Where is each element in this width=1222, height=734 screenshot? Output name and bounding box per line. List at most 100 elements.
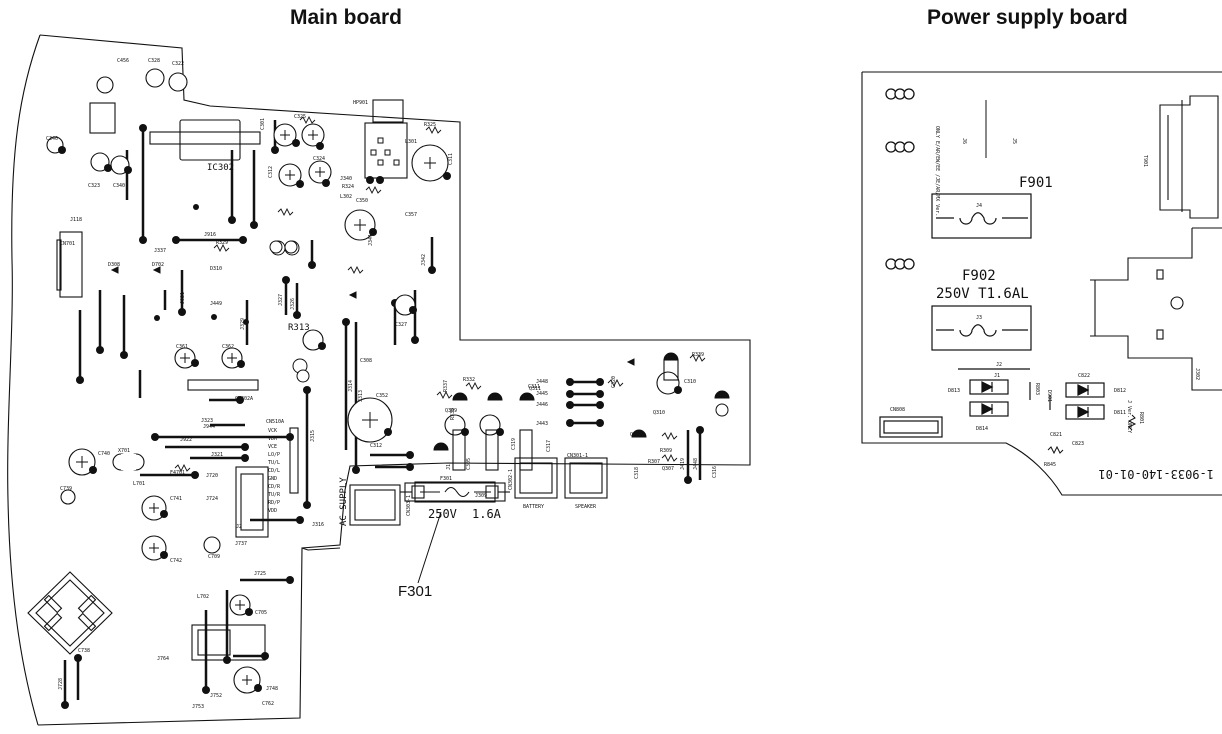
component-label: C318 <box>634 467 640 479</box>
component-label: J724 <box>206 496 218 502</box>
psu-part-label: D812 <box>1114 388 1126 394</box>
component-label: J737 <box>235 541 247 547</box>
psu-part-label: R803 <box>1034 383 1040 395</box>
psu-jumper-label: J1 <box>994 373 1000 379</box>
psu-transformer-outline <box>1159 95 1219 219</box>
component-label: X701 <box>118 448 130 454</box>
component-label: J448 <box>693 458 699 470</box>
component-label: C311 <box>448 153 454 165</box>
component-label: R332 <box>463 377 475 383</box>
component-label: R307 <box>648 459 660 465</box>
pin-label: RD/P <box>268 500 280 506</box>
bridge-rectifier <box>27 571 113 655</box>
component-label: C316 <box>712 466 718 478</box>
component-label: J720 <box>206 473 218 479</box>
psu-misc-lines <box>985 100 1137 455</box>
psu-part-label: D811 <box>1114 410 1126 416</box>
component-label: J748 <box>266 686 278 692</box>
component-label: J728 <box>58 678 64 690</box>
psu-j3-tag: J3 <box>976 315 982 321</box>
psu-part-label: C821 <box>1050 432 1062 438</box>
speaker-label: SPEAKER <box>575 504 597 510</box>
component-label: C311 <box>528 384 540 390</box>
psu-part-label: D814 <box>976 426 988 432</box>
component-label: C305 <box>466 458 472 470</box>
psu-holes <box>885 88 915 270</box>
component-label: J315 <box>310 430 316 442</box>
psu-jver-note: J Ver. ONLY <box>1126 400 1132 433</box>
component-label: J327 <box>278 294 284 306</box>
component-label: C308 <box>360 358 372 364</box>
psu-fuse-f901 <box>931 193 1032 239</box>
component-label: C705 <box>255 610 267 616</box>
sensor-r313-label: R313 <box>288 323 310 333</box>
component-label: C340 <box>46 136 58 142</box>
ic302-label: IC302 <box>207 163 234 173</box>
psu-part-label: D813 <box>948 388 960 394</box>
pin-label: TU/R <box>268 492 281 498</box>
component-label: C741 <box>170 496 182 502</box>
component-label: C742 <box>170 558 182 564</box>
component-label: C362 <box>222 344 234 350</box>
psu-f901-label: F901 <box>1019 175 1053 191</box>
psu-f902-label: F902 <box>962 268 996 284</box>
component-label: J764 <box>157 656 169 662</box>
component-label: C738 <box>78 648 90 654</box>
component-label: D702 <box>152 262 164 268</box>
psu-part-label: R845 <box>1044 462 1056 468</box>
psu-jumper-label: J6 <box>961 138 967 144</box>
component-label: J449 <box>210 301 222 307</box>
component-label: C323 <box>88 183 100 189</box>
hp901-label: HP901 <box>353 100 368 106</box>
psu-part-label: D901 <box>1046 390 1052 402</box>
psu-connector-cn808 <box>879 416 943 438</box>
component-label: C361 <box>176 344 188 350</box>
component-label: C340 <box>113 183 125 189</box>
component-label: C322 <box>172 61 184 67</box>
component-label: C739 <box>60 486 72 492</box>
main-board-outline <box>7 34 751 726</box>
psu-labels: J6 J5 J2 J1 J302 CN808 D813 D814 D812 D8… <box>890 138 1200 468</box>
f301-leader-line <box>417 511 442 584</box>
transistors <box>270 240 730 451</box>
f301-callout-label: F301 <box>398 583 432 600</box>
component-label: L301 <box>405 139 417 145</box>
component-label: C709 <box>208 554 220 560</box>
cn510a-label: CN510A <box>266 419 284 425</box>
component-label: C324 <box>313 156 325 162</box>
component-label: C352 <box>376 393 388 399</box>
main-board-packages <box>56 99 679 661</box>
component-label: Q307 <box>662 466 674 472</box>
component-label: J313 <box>358 390 364 402</box>
component-label: J316 <box>312 522 324 528</box>
component-label: C319 <box>511 438 517 450</box>
component-label: J314 <box>348 380 354 392</box>
board-fuse-id: F301 <box>440 476 452 482</box>
component-label: J445 <box>536 391 548 397</box>
component-label: J323 <box>201 418 213 424</box>
component-label: J321 <box>211 452 223 458</box>
component-label: D308 <box>108 262 120 268</box>
component-label: J326 <box>290 298 296 310</box>
component-label: C357 <box>405 212 417 218</box>
cn302-label: CN302-1 <box>508 469 514 490</box>
mounting-holes <box>269 240 729 417</box>
component-label: J309 <box>475 493 487 499</box>
component-label: J753 <box>192 704 204 710</box>
main-fuse-symbol <box>400 481 510 503</box>
component-label: D310 <box>210 266 222 272</box>
pin-label: CD/R <box>268 484 281 490</box>
ac-supply-label: AC SUPPLY <box>339 477 349 526</box>
cn301-label: CN301-1 <box>567 453 588 459</box>
psu-jumper-label: J2 <box>996 362 1002 368</box>
pin-label: VCK <box>268 428 277 434</box>
component-label: R329 <box>216 240 228 246</box>
pin-label: VDM <box>268 436 277 442</box>
pin-label: VCE <box>268 444 277 450</box>
component-label: L302 <box>340 194 352 200</box>
psu-jumper-label: J302 <box>1194 368 1200 380</box>
psu-part-label: C822 <box>1078 373 1090 379</box>
capacitor-plus-signs <box>76 130 436 685</box>
psu-part-label: C823 <box>1072 441 1084 447</box>
